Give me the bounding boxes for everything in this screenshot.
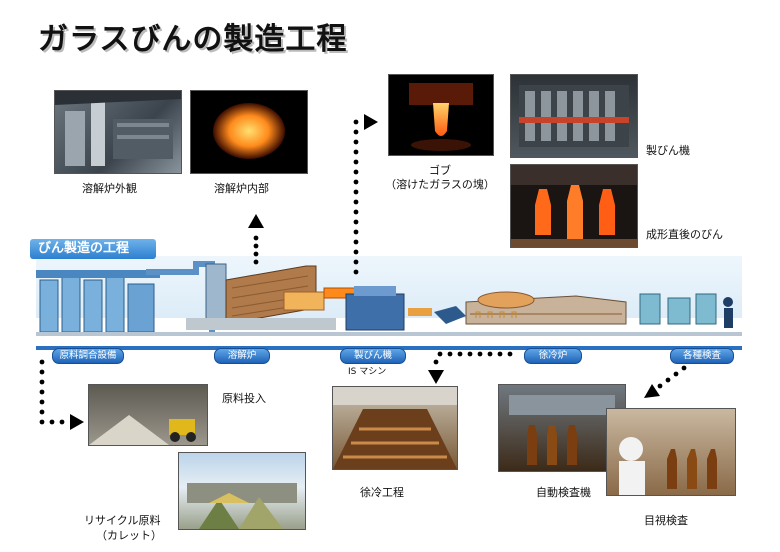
page-title: ガラスびんの製造工程 — [38, 22, 348, 57]
connector-furnace-up — [248, 214, 264, 265]
auto-inspection-photo — [498, 384, 626, 472]
process-equipment-illustration — [36, 261, 742, 336]
loader-illustration — [89, 415, 196, 445]
furnace-drawing — [186, 263, 336, 330]
stage-tag-furnace: 溶解炉 — [214, 348, 270, 364]
visual-inspection-illustration — [619, 437, 717, 495]
process-header: びん製造の工程 — [30, 239, 156, 259]
arrow-right-icon — [364, 114, 378, 130]
stage-tag-is-machine: 製びん機 — [340, 348, 406, 364]
recycled-caption-line1: リサイクル原料 — [84, 514, 161, 527]
cullet-illustration — [187, 483, 297, 529]
visual-inspection-caption: 目視検査 — [644, 514, 688, 527]
furnace-interior-caption: 溶解炉内部 — [214, 182, 269, 195]
arrow-down-left-icon — [644, 384, 660, 398]
lehr-drawing — [465, 291, 627, 325]
furnace-glow-illustration — [213, 103, 285, 159]
auto-inspection-caption: 自動検査機 — [536, 486, 591, 499]
connector-gob-up — [353, 114, 378, 275]
recycled-caption-line2: （カレット） — [96, 529, 162, 542]
annealing-illustration — [333, 387, 457, 469]
just-formed-photo — [510, 164, 638, 248]
arrow-up-icon — [248, 214, 264, 228]
raw-input-photo — [88, 384, 208, 446]
furnace-interior-photo — [190, 90, 308, 174]
stage-tag-lehr: 徐冷炉 — [524, 348, 582, 364]
arrow-down-icon — [428, 370, 444, 384]
raw-input-caption: 原料投入 — [222, 392, 266, 405]
stage-tag-inspection: 各種検査 — [670, 348, 734, 364]
inspection-drawing — [639, 293, 733, 328]
mixing-silos — [36, 270, 160, 333]
arrow-right-icon — [70, 414, 84, 430]
gob-illustration — [409, 83, 473, 151]
gob-caption-line1: ゴブ — [429, 164, 451, 177]
is-machine-drawing — [345, 286, 432, 331]
bottle-machine-caption: 製びん機 — [646, 144, 690, 157]
gob-caption-line2: （溶けたガラスの塊） — [385, 178, 495, 191]
stage-sub-is-machine: IS マシン — [348, 367, 387, 377]
dotted-connectors — [39, 114, 687, 430]
bottle-machine-photo — [510, 74, 638, 158]
connector-raw-down — [39, 359, 84, 430]
visual-inspection-photo — [606, 408, 736, 496]
stage-tag-mixing: 原料調合設備 — [52, 348, 124, 364]
connector-inspection-down — [644, 365, 687, 398]
furnace-exterior-illustration — [55, 91, 181, 166]
furnace-exterior-caption: 溶解炉外観 — [82, 182, 137, 195]
annealing-photo — [332, 386, 458, 470]
machine-illustration — [519, 85, 629, 147]
just-formed-caption: 成形直後のびん — [646, 228, 723, 241]
furnace-exterior-photo — [54, 90, 182, 174]
recycled-photo — [178, 452, 306, 530]
auto-inspection-illustration — [509, 395, 615, 465]
formed-bottles-illustration — [511, 165, 637, 247]
connector-annealing-down — [428, 351, 513, 384]
gob-photo — [388, 74, 494, 156]
annealing-caption: 徐冷工程 — [360, 486, 404, 499]
